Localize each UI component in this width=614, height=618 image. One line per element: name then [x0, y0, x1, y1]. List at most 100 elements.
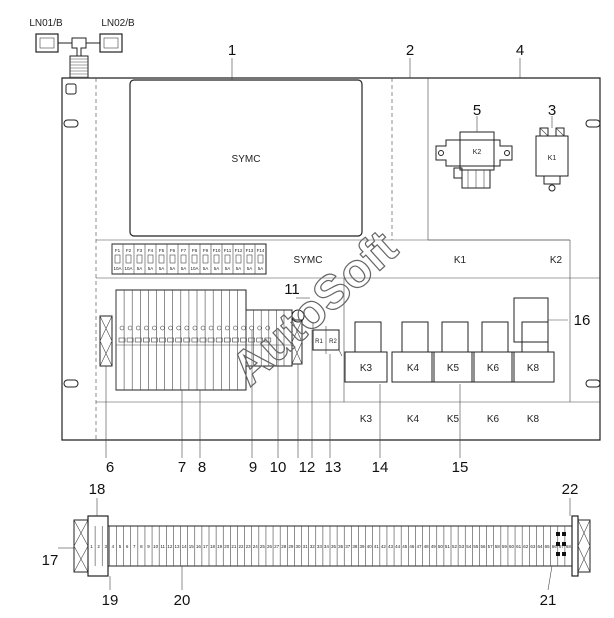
fuse-top-amp: 10A [113, 266, 121, 271]
terminal-number: 44 [395, 544, 401, 549]
relay-k2-label: K2 [473, 149, 482, 156]
fuse-top-id: F1 [115, 248, 121, 253]
terminal-number: 13 [174, 544, 180, 549]
terminal-number: 29 [288, 544, 294, 549]
fuse-top-id: F4 [148, 248, 154, 253]
terminal-number: 10 [153, 544, 159, 549]
terminal-number: 63 [530, 544, 536, 549]
fuse-top-id: F7 [181, 248, 187, 253]
terminal-number: 56 [481, 544, 487, 549]
leader-lines [105, 58, 568, 458]
terminal-number: 15 [189, 544, 195, 549]
terminal-number: 41 [374, 544, 380, 549]
fuse-top-amp: 5A [236, 266, 242, 271]
terminal-number: 42 [381, 544, 387, 549]
relay-base [391, 351, 435, 383]
terminal-number: 39 [360, 544, 366, 549]
terminal-number: 53 [459, 544, 465, 549]
terminal-number: 36 [338, 544, 344, 549]
relay-bottom-label: K3 [360, 414, 373, 425]
callout-3: 3 [548, 102, 556, 119]
relay-base [431, 351, 475, 383]
terminal-number: 43 [388, 544, 394, 549]
resistor-r2: R2 [329, 339, 337, 345]
callout-5: 5 [473, 102, 481, 119]
terminal-number: 21 [231, 544, 237, 549]
terminal-number: 38 [352, 544, 358, 549]
callout-19: 19 [102, 592, 119, 609]
terminal-number: 7 [133, 544, 136, 549]
module-label: SYMC [232, 154, 261, 165]
callout-8: 8 [198, 459, 206, 476]
relay-base [471, 351, 515, 383]
callout-11: 11 [284, 281, 300, 298]
fuse-top-id: F8 [192, 248, 198, 253]
callouts: 1 2 3 4 5 6 7 8 9 10 11 12 13 14 15 16 1… [42, 42, 591, 609]
relay-base [511, 351, 555, 383]
relay-cap [481, 321, 509, 353]
fuse-top-id: F13 [246, 248, 254, 253]
callout-21: 21 [540, 592, 557, 609]
terminal-number: 65 [545, 544, 551, 549]
terminal-number: 68 [566, 544, 572, 549]
fuse-top-id: F14 [257, 248, 265, 253]
callout-16: 16 [574, 312, 591, 329]
fuse-block [115, 289, 293, 391]
mounting-slots [63, 83, 601, 388]
terminal-number: 54 [466, 544, 472, 549]
terminal-number: 50 [438, 544, 444, 549]
terminal-number: 22 [239, 544, 245, 549]
relay-row-label: K4 [407, 363, 420, 374]
relay-cap [441, 321, 469, 353]
callout-22: 22 [562, 481, 579, 498]
bolt-left [99, 315, 113, 367]
terminal-number: 17 [203, 544, 209, 549]
fuse-top-amp: 5A [214, 266, 220, 271]
fuse-strip-top: F110AF210AF35AF45AF55AF65AF75AF810AF95AF… [111, 243, 267, 275]
fuse-top-id: F3 [137, 248, 143, 253]
terminal-number: 8 [140, 544, 143, 549]
relay-k1: K1 [535, 127, 569, 192]
fuse-top-amp: 5A [148, 266, 154, 271]
terminal-number: 2 [97, 544, 100, 549]
row-label-k2: K2 [550, 255, 563, 266]
relay-row-label: K6 [487, 363, 500, 374]
terminal-number: 57 [488, 544, 494, 549]
fuse-top-amp: 5A [203, 266, 209, 271]
fuse-top-amp: 5A [137, 266, 143, 271]
bolt-right [291, 309, 305, 365]
fuse-top-id: F2 [126, 248, 132, 253]
terminal-number: 33 [317, 544, 323, 549]
callout-18: 18 [89, 481, 106, 498]
callout-6: 6 [106, 459, 114, 476]
fuse-top-amp: 5A [225, 266, 231, 271]
terminal-number: 3 [105, 544, 108, 549]
terminal-number: 55 [473, 544, 479, 549]
terminal-number: 18 [210, 544, 216, 549]
connector-harness: LN01/B LN02/B [29, 18, 135, 79]
terminal-number: 61 [516, 544, 522, 549]
fuse-top-amp: 10A [124, 266, 132, 271]
callout-1: 1 [228, 42, 236, 59]
relay-cap [354, 321, 382, 353]
symc-module: SYMC [129, 79, 363, 237]
relay-tall [513, 297, 549, 343]
terminal-number: 47 [416, 544, 422, 549]
terminal-number: 64 [537, 544, 543, 549]
terminal-number: 40 [367, 544, 373, 549]
terminal-number: 32 [310, 544, 316, 549]
relay-row-label: K3 [360, 363, 373, 374]
terminal-number: 49 [431, 544, 437, 549]
fuse-top-id: F9 [203, 248, 209, 253]
terminal-number: 4 [112, 544, 115, 549]
terminal-number: 37 [345, 544, 351, 549]
callout-12: 12 [299, 459, 316, 476]
terminal-number: 46 [409, 544, 415, 549]
relay-cap [521, 321, 549, 353]
fuse-top-amp: 5A [159, 266, 165, 271]
terminal-number: 19 [217, 544, 223, 549]
terminal-number: 25 [260, 544, 266, 549]
